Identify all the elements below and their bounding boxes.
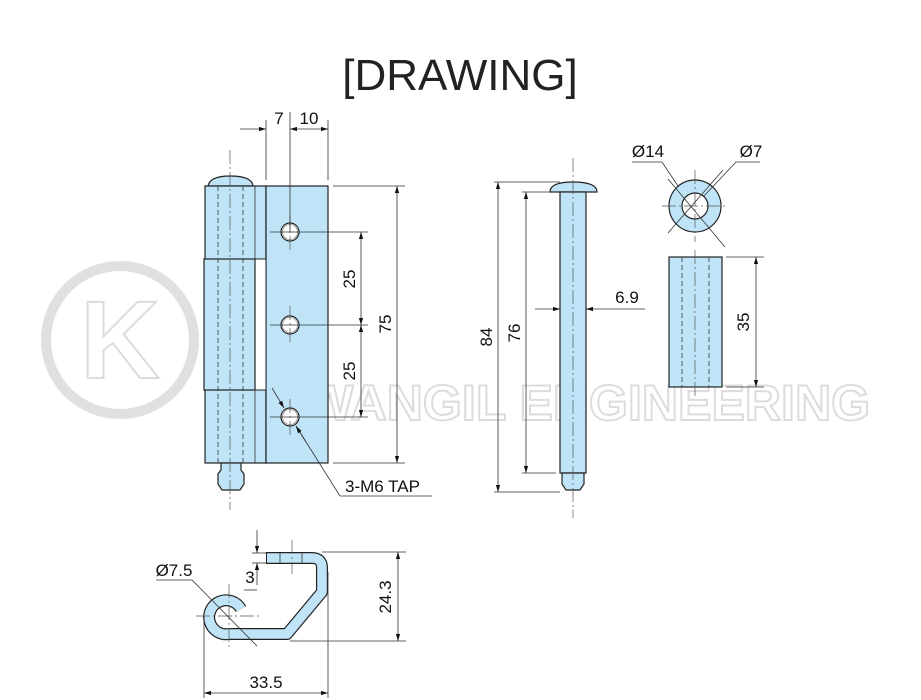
dim-hole-pitch-2: 25 (340, 362, 359, 381)
section-profile (204, 553, 327, 640)
bushing-view: Ø14 Ø7 35 (632, 142, 764, 398)
dim-hinge-height: 75 (376, 315, 395, 334)
dim-section-width: 33.5 (249, 673, 282, 692)
watermark-logo-letter: K (80, 279, 159, 402)
hinge-front-view: 7 10 25 25 75 3-M6 TAP (203, 109, 432, 510)
hinge-top-cap (207, 175, 254, 187)
tap-note: 3-M6 TAP (345, 477, 420, 496)
dim-hole-pitch-1: 25 (340, 270, 359, 289)
pin-view: 84 76 6.9 (477, 158, 645, 518)
hinge-section-view: Ø7.5 3 24.3 33.5 (156, 530, 406, 698)
dim-bushing-outer-diameter: Ø14 (632, 142, 664, 161)
dim-knuckle-offset: 7 (274, 109, 283, 128)
watermark: K KWANGIL ENGINEERING (41, 261, 871, 432)
watermark-logo-ring (41, 261, 199, 419)
dim-pin-shaft-length: 76 (505, 324, 524, 343)
dim-bushing-inner-diameter: Ø7 (740, 142, 763, 161)
dim-eye-diameter: Ø7.5 (156, 561, 193, 580)
dim-pin-diameter: 6.9 (615, 288, 639, 307)
dim-pin-total-length: 84 (477, 328, 496, 347)
dim-bushing-length: 35 (734, 313, 753, 332)
page-title: [DRAWING] (342, 51, 577, 100)
dim-hole-offset: 10 (300, 109, 319, 128)
leaf-cutout (254, 258, 267, 391)
dim-section-height: 24.3 (376, 580, 395, 613)
bushing-side (668, 256, 723, 388)
dim-thickness: 3 (245, 568, 254, 587)
pin-head (549, 181, 598, 193)
pin-tip (561, 472, 585, 491)
hinge-pin-stub (217, 462, 245, 491)
hinge-middle-knuckle (203, 258, 256, 391)
